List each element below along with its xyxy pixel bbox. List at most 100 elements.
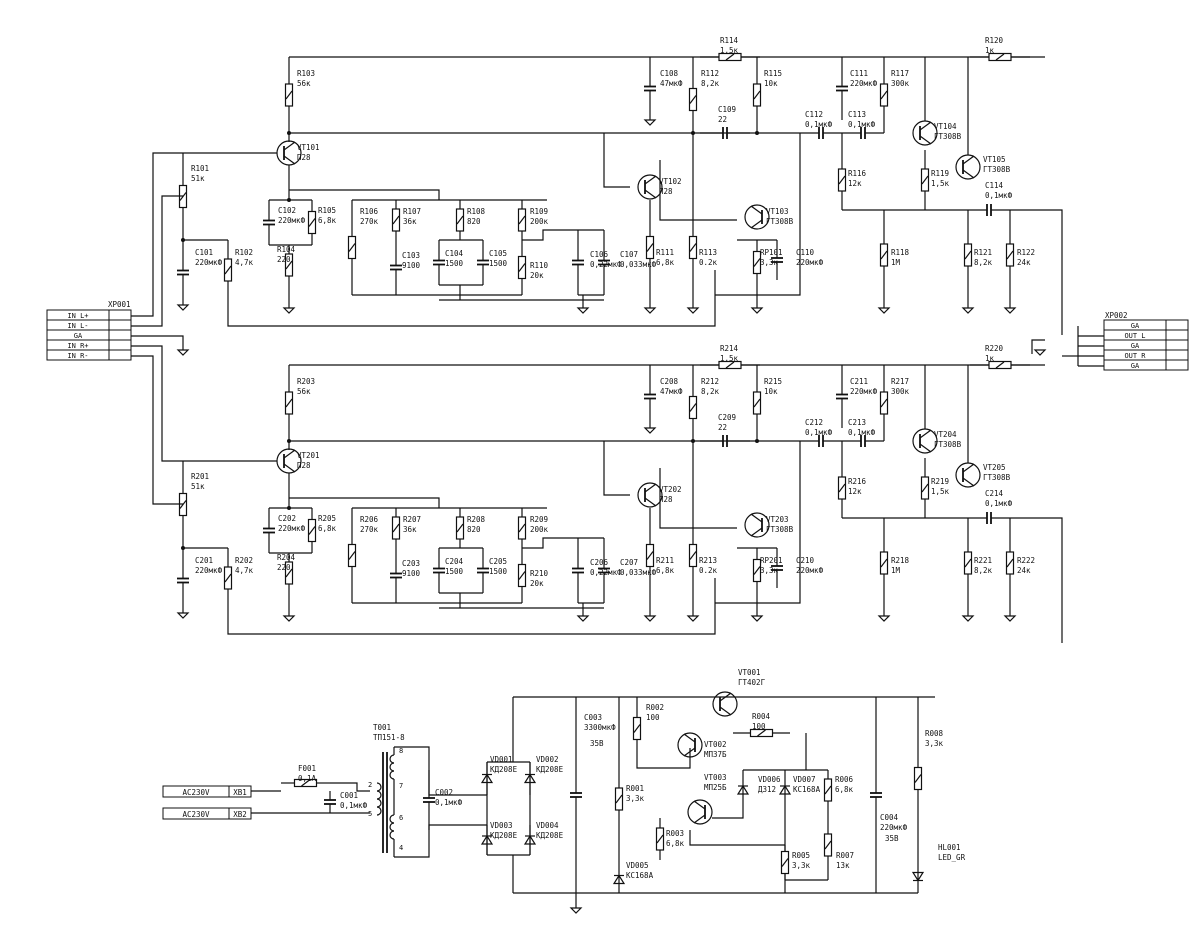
component-label: 51к — [191, 482, 205, 491]
component-label: 9100 — [402, 569, 421, 578]
channel-1-amplifier: R10356кVT101П28R10151кC101220мкФR1024,7к… — [176, 36, 1063, 335]
component-label: R117 — [891, 69, 909, 78]
resistor-mark — [753, 398, 761, 408]
resistor-mark — [725, 361, 735, 369]
diode-icon — [612, 874, 626, 885]
component-label: C206 — [590, 558, 609, 567]
component-label: 3,3к — [626, 794, 645, 803]
component-label: VD001 — [490, 755, 513, 764]
resistor-mark — [781, 858, 789, 867]
component-label: 3,3к — [792, 861, 811, 870]
component-label: C210 — [796, 556, 815, 565]
component-label: 20к — [530, 271, 544, 280]
component-label: VT203 — [766, 515, 789, 524]
component-label: R207 — [403, 515, 421, 524]
diode-icon — [736, 784, 750, 795]
ground-icon — [686, 615, 700, 622]
component-label: C113 — [848, 110, 866, 119]
transistor-icon — [637, 174, 663, 200]
resistor-mark — [838, 175, 846, 185]
component-label: VT202 — [659, 485, 682, 494]
component-label: 12к — [848, 179, 862, 188]
component-label: R001 — [626, 784, 644, 793]
ground-icon — [1033, 349, 1047, 356]
component-label: VT001 — [738, 668, 761, 677]
component-label: C105 — [489, 249, 507, 258]
component-label: 0,1мкФ — [435, 798, 463, 807]
component-label: 1500 — [445, 567, 464, 576]
component-label: 220мкФ — [880, 823, 908, 832]
component-label: 1,5к — [931, 487, 950, 496]
component-label: R110 — [530, 261, 549, 270]
ground-icon — [643, 427, 657, 434]
component-label: 8,2к — [701, 387, 720, 396]
component-label: T001 — [373, 723, 391, 732]
wire — [715, 441, 801, 604]
component-label: XB1 — [233, 788, 247, 797]
component-label: 0,033мкФ — [620, 260, 657, 269]
component-label: R007 — [836, 851, 854, 860]
resistor-mark — [646, 243, 654, 252]
component-label: C103 — [402, 251, 420, 260]
component-label: R216 — [848, 477, 867, 486]
component-label: R107 — [403, 207, 421, 216]
component-label: R203 — [297, 377, 315, 386]
wire — [330, 782, 370, 792]
component-label: XP001 — [108, 300, 131, 309]
component-label: R204 — [277, 553, 296, 562]
component-label: R115 — [764, 69, 782, 78]
component-label: R006 — [835, 775, 854, 784]
transformer-coil — [389, 814, 395, 824]
component-label: П28 — [659, 495, 673, 504]
component-label: RP101 — [760, 248, 783, 257]
transistor-collector — [283, 141, 296, 151]
component-label: R219 — [931, 477, 949, 486]
component-label: 24к — [1017, 258, 1031, 267]
component-label: П28 — [659, 187, 673, 196]
component-label: ГТ402Г — [738, 678, 766, 687]
component-label: R208 — [467, 515, 486, 524]
transformer-pin-label: 5 — [368, 810, 372, 818]
connector-pin-number — [1165, 339, 1189, 351]
wire — [603, 133, 630, 188]
diode-icon — [523, 773, 537, 784]
connector-pin-number — [1165, 319, 1189, 331]
ground-icon — [643, 615, 657, 622]
component-label: 20к — [530, 579, 544, 588]
connector-pin-label: OUT_R — [1124, 352, 1146, 360]
component-label: 6,8к — [835, 785, 854, 794]
component-label: R209 — [530, 515, 548, 524]
transformer-coil — [389, 754, 395, 764]
component-label: 1500 — [489, 567, 508, 576]
component-label: 820 — [467, 525, 481, 534]
component-label: 220мкФ — [850, 79, 878, 88]
resistor-mark — [753, 90, 761, 100]
transistor-collector — [962, 155, 975, 165]
component-label: ГТ308В — [766, 525, 794, 534]
resistor-mark — [838, 483, 846, 493]
connector-pin-number — [1165, 359, 1189, 371]
component-label: R220 — [985, 344, 1004, 353]
component-label: C209 — [718, 413, 736, 422]
connector-pin-label: GA — [74, 332, 83, 340]
resistor-mark — [995, 53, 1005, 61]
component-label: 1,5к — [931, 179, 950, 188]
resistor-mark — [392, 215, 400, 225]
wire — [522, 229, 578, 241]
transformer-coil — [376, 790, 382, 800]
resistor-mark — [518, 215, 526, 225]
component-label: 220мкФ — [796, 258, 824, 267]
component-label: F001 — [298, 764, 316, 773]
diode-icon — [778, 784, 792, 795]
component-label: 10к — [764, 387, 778, 396]
wire — [1010, 517, 1063, 643]
transistor-collector — [644, 483, 657, 493]
transistor-collector — [693, 800, 706, 810]
component-label: C002 — [435, 788, 453, 797]
component-label: C114 — [985, 181, 1004, 190]
component-label: КС168А — [793, 785, 821, 794]
ground-icon — [643, 119, 657, 126]
component-label: C102 — [278, 206, 296, 215]
component-label: R206 — [360, 515, 379, 524]
